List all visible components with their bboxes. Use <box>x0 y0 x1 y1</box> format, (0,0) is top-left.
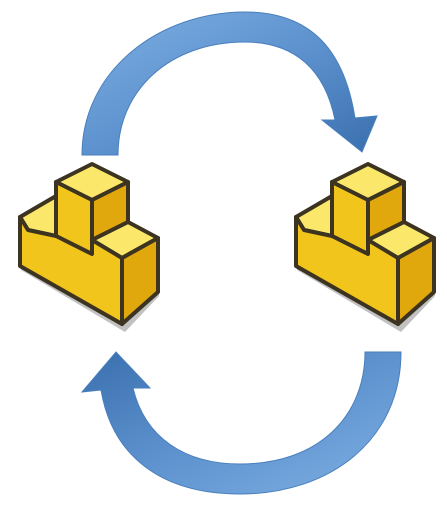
bottom-curved-arrow <box>80 351 402 495</box>
top-curved-arrow <box>81 11 378 156</box>
l-shaped-3d-block-icon <box>18 162 160 332</box>
left-block <box>18 162 160 332</box>
l-shaped-3d-block-icon <box>294 162 436 332</box>
right-block <box>294 162 436 332</box>
